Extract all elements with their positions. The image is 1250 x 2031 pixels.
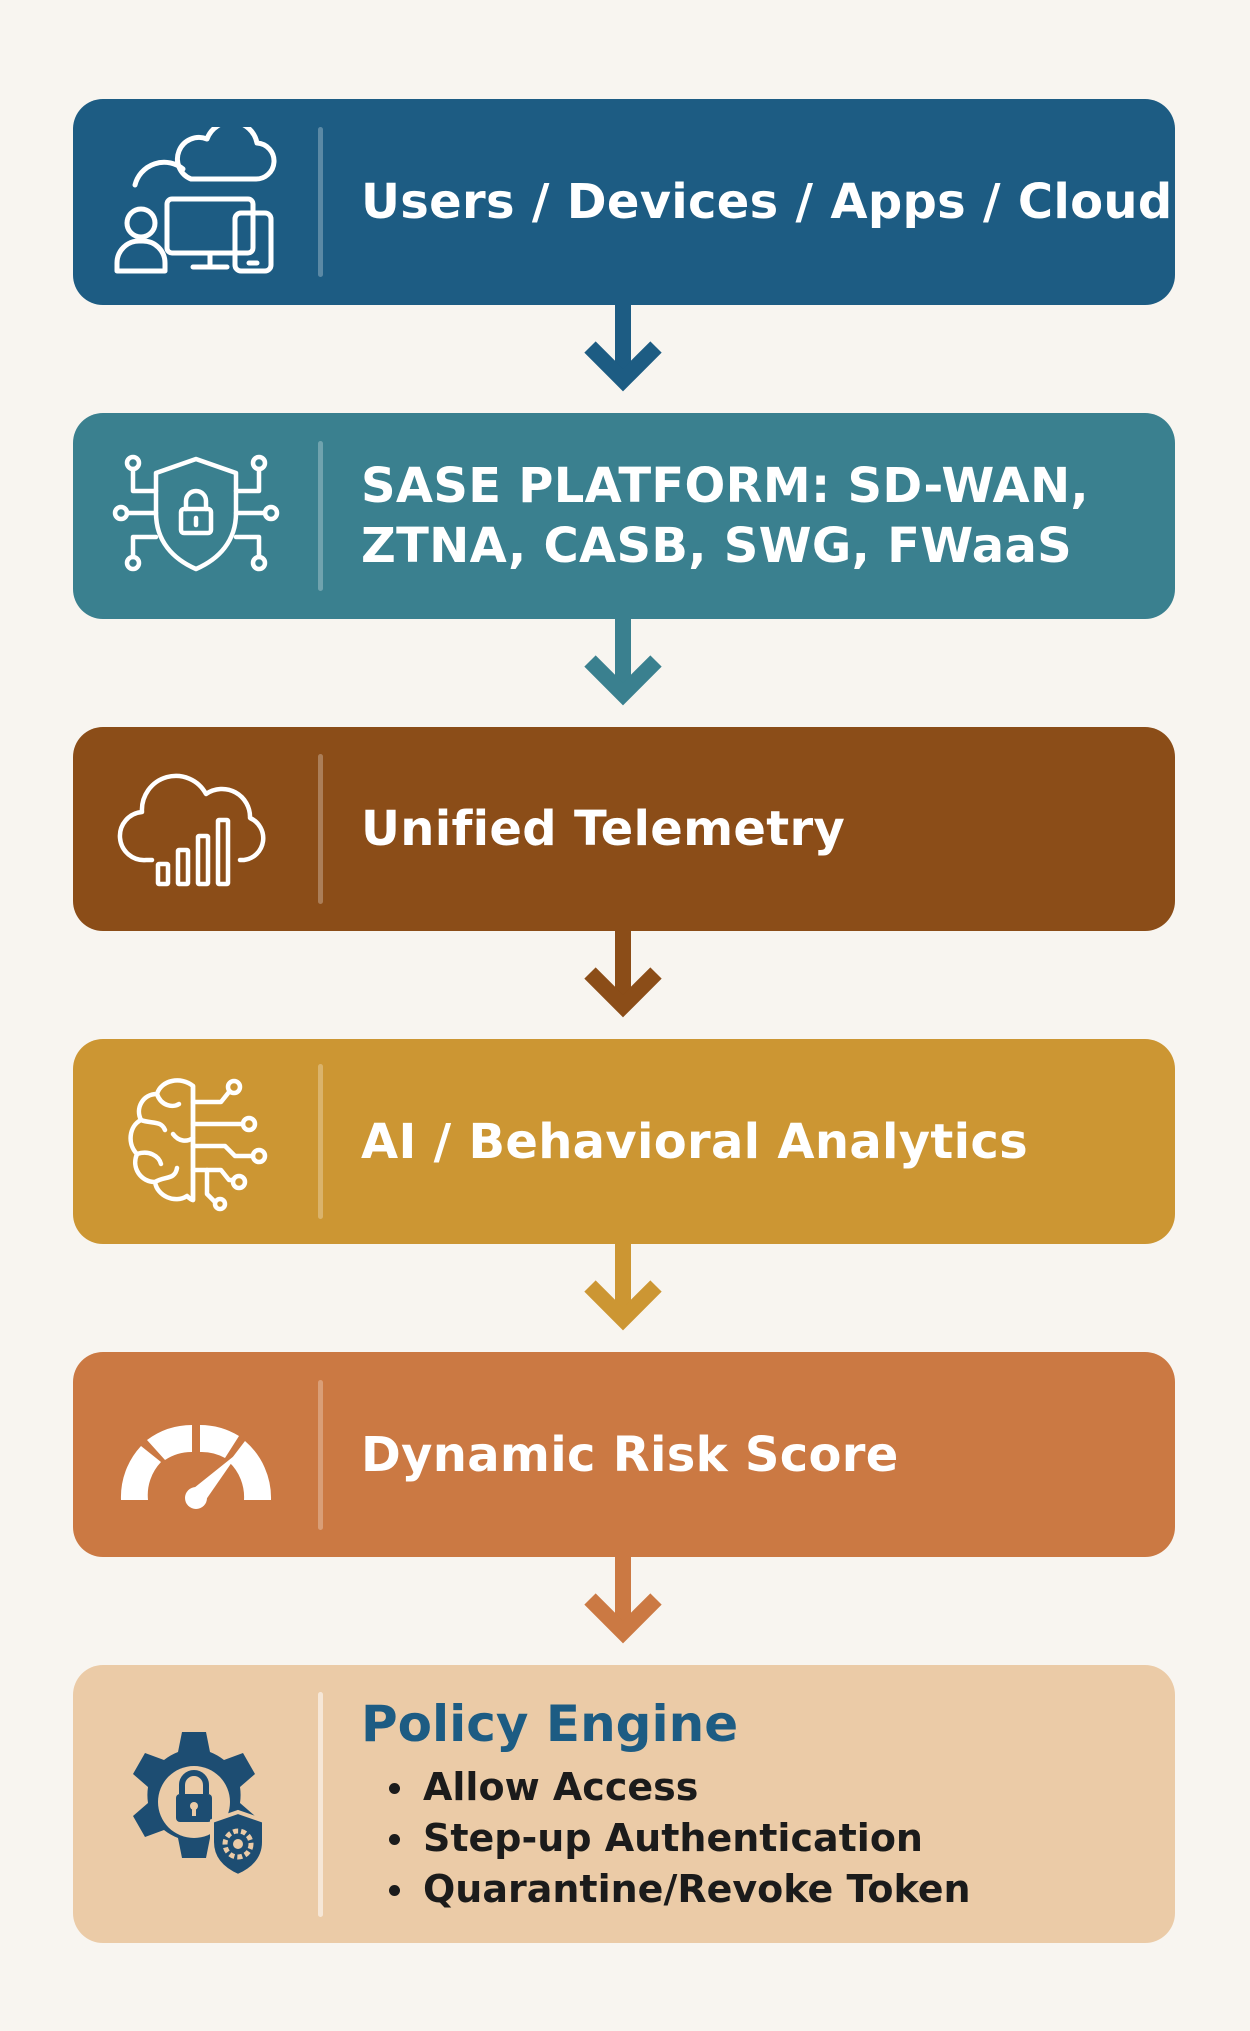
step-divider bbox=[318, 441, 323, 591]
step-label: Dynamic Risk Score bbox=[361, 1426, 899, 1483]
step-dynamic-risk-score: Dynamic Risk Score bbox=[73, 1352, 1175, 1557]
step-users-devices: Users / Devices / Apps / Cloud bbox=[73, 99, 1175, 305]
policy-action-item: Step-up Authentication bbox=[389, 1813, 971, 1864]
policy-action-item: Allow Access bbox=[389, 1762, 971, 1813]
arrow-down-icon bbox=[583, 1244, 662, 1331]
policy-actions-list: Allow Access Step-up Authentication Quar… bbox=[361, 1762, 971, 1915]
step-label: Unified Telemetry bbox=[361, 801, 846, 857]
step-divider bbox=[318, 127, 323, 277]
step-unified-telemetry: Unified Telemetry bbox=[73, 727, 1175, 931]
flow-arrow bbox=[73, 1244, 1175, 1352]
step-sase-platform: SASE PLATFORM: SD-WAN, ZTNA, CASB, SWG, … bbox=[73, 413, 1175, 619]
step-policy-engine: Policy Engine Allow Access Step-up Authe… bbox=[73, 1665, 1175, 1943]
step-divider bbox=[318, 1064, 323, 1219]
step-divider bbox=[318, 1379, 323, 1530]
brain-circuit-icon bbox=[73, 1039, 318, 1244]
shield-lock-circuit-icon bbox=[73, 413, 318, 619]
policy-title: Policy Engine bbox=[361, 1694, 739, 1753]
arrow-down-icon bbox=[583, 305, 662, 392]
step-label: Users / Devices / Apps / Cloud bbox=[361, 174, 1173, 230]
step-ai-analytics: AI / Behavioral Analytics bbox=[73, 1039, 1175, 1244]
flow-arrow bbox=[73, 305, 1175, 413]
policy-content: Policy Engine Allow Access Step-up Authe… bbox=[323, 1694, 971, 1915]
gauge-icon bbox=[73, 1352, 318, 1557]
cloud-bar-chart-icon bbox=[73, 727, 318, 931]
flow-arrow bbox=[73, 1557, 1175, 1665]
flow-arrow bbox=[73, 931, 1175, 1039]
step-divider bbox=[318, 1691, 323, 1917]
step-divider bbox=[318, 754, 323, 904]
policy-action-item: Quarantine/Revoke Token bbox=[389, 1864, 971, 1915]
gear-lock-shield-icon bbox=[73, 1665, 318, 1943]
flow-diagram: Users / Devices / Apps / Cloud bbox=[73, 99, 1175, 1943]
users-devices-cloud-icon bbox=[73, 99, 318, 305]
arrow-down-icon bbox=[583, 1557, 662, 1644]
arrow-down-icon bbox=[583, 931, 662, 1018]
step-label: SASE PLATFORM: SD-WAN, ZTNA, CASB, SWG, … bbox=[361, 458, 1089, 574]
step-label: AI / Behavioral Analytics bbox=[361, 1113, 1028, 1170]
arrow-down-icon bbox=[583, 619, 662, 706]
flow-arrow bbox=[73, 619, 1175, 727]
